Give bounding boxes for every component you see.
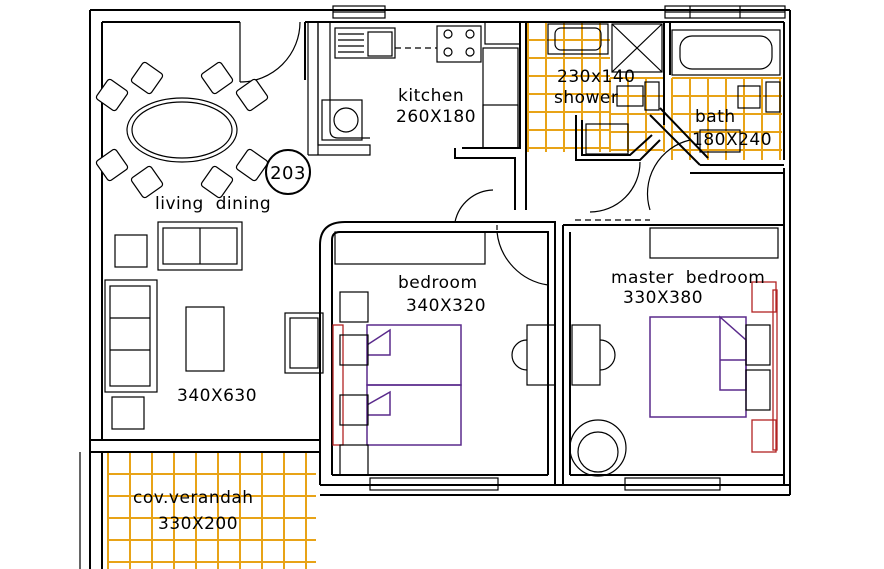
- kitchen-size: 260X180: [396, 107, 476, 127]
- dining-chair: [235, 148, 269, 182]
- bedroom-label: bedroom: [398, 273, 478, 293]
- unit-number: 203: [270, 163, 306, 184]
- dining-chair: [235, 78, 269, 112]
- dining-chair: [200, 61, 234, 95]
- wet-area-tiles: [527, 21, 782, 160]
- wet-area: [547, 22, 784, 211]
- outer-walls: [79, 9, 791, 569]
- entrance-door: [239, 21, 306, 83]
- master-size: 330X380: [623, 288, 703, 308]
- kitchen: [307, 21, 527, 210]
- living-size: 340X630: [177, 386, 257, 406]
- living-label: living dining: [155, 194, 271, 214]
- living-dining: [95, 61, 324, 430]
- shower-label: shower: [554, 88, 618, 108]
- verandah-tiles: [107, 451, 316, 569]
- bedroom-size: 340X320: [406, 296, 486, 316]
- verandah-label: cov.verandah: [133, 488, 254, 508]
- verandah-size: 330X200: [158, 514, 238, 534]
- bath-label: bath: [695, 107, 736, 127]
- master-label: master bedroom: [611, 268, 765, 288]
- dining-chair: [130, 61, 164, 95]
- master-bedroom: [562, 161, 784, 491]
- shower-size: 230x140: [557, 67, 635, 87]
- dining-chair: [95, 78, 129, 112]
- dining-chair: [130, 165, 164, 199]
- dining-chair: [200, 165, 234, 199]
- bath-size: 180X240: [692, 130, 772, 150]
- room-labels: kitchen 260X180 230x140 shower bath 180X…: [133, 67, 772, 534]
- bedroom: [319, 189, 556, 491]
- top-windows: [332, 5, 786, 19]
- kitchen-label: kitchen: [398, 86, 464, 106]
- dining-chair: [95, 148, 129, 182]
